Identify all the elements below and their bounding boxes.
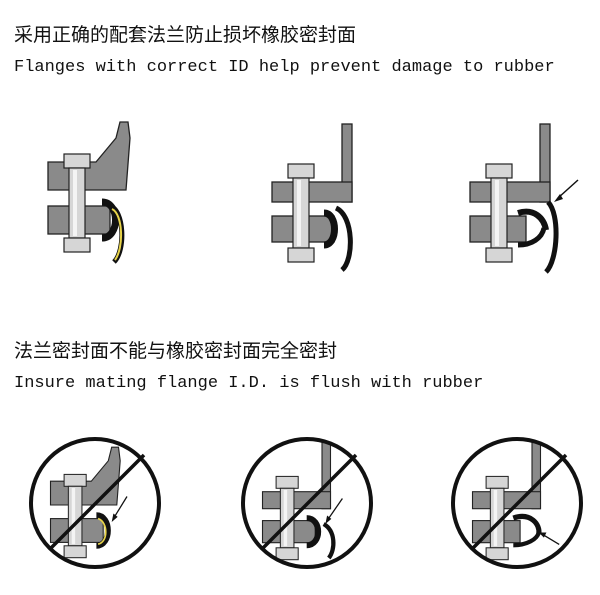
diagram-incorrect-1 bbox=[29, 437, 161, 569]
top-heading-english: Flanges with correct ID help prevent dam… bbox=[14, 58, 555, 77]
circle-slash-icon bbox=[29, 437, 161, 569]
top-heading-chinese: 采用正确的配套法兰防止损坏橡胶密封面 bbox=[14, 24, 357, 46]
bottom-heading-english: Insure mating flange I.D. is flush with … bbox=[14, 374, 484, 393]
circle-slash-icon bbox=[451, 437, 583, 569]
diagram-incorrect-3 bbox=[451, 437, 583, 569]
circle-slash-icon bbox=[241, 437, 373, 569]
bottom-heading-chinese: 法兰密封面不能与橡胶密封面完全密封 bbox=[14, 340, 338, 362]
diagram-incorrect-2 bbox=[241, 437, 373, 569]
diagram-straight-flange-flush bbox=[271, 123, 353, 272]
diagram-straight-flange-gap bbox=[469, 123, 579, 274]
diagram-tapered-flange-correct bbox=[47, 121, 131, 264]
